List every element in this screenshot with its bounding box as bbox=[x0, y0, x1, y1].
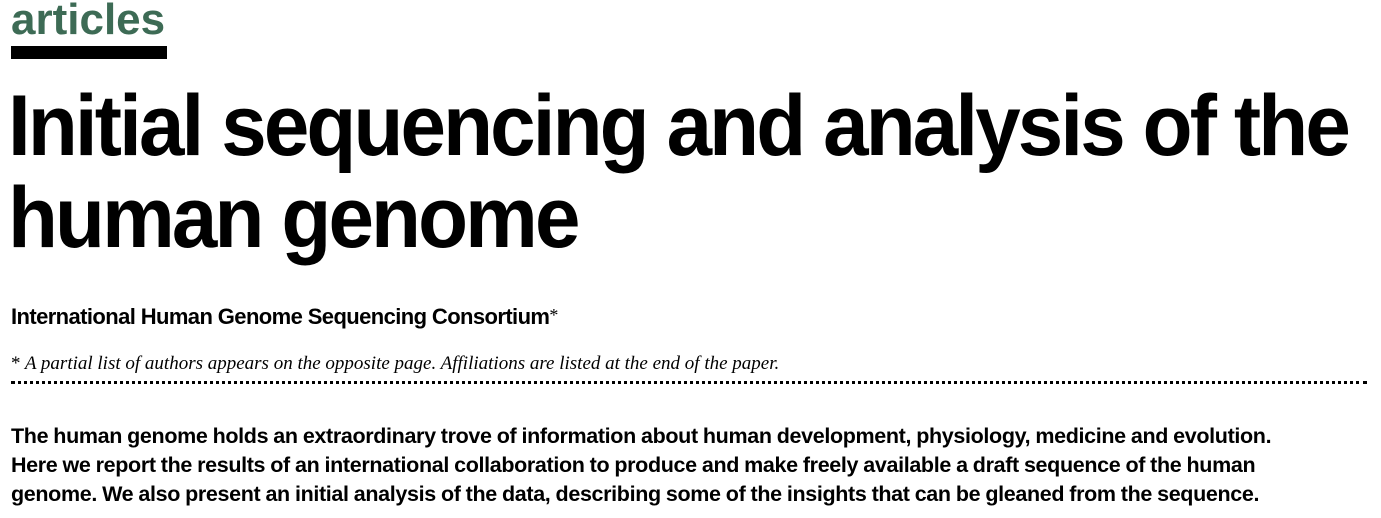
footnote-text: A partial list of authors appears on the… bbox=[20, 353, 780, 374]
dotted-divider bbox=[11, 381, 1367, 384]
author-footnote-mark: * bbox=[549, 305, 558, 325]
article-title-line-1: Initial sequencing and analysis of the bbox=[8, 78, 1351, 174]
abstract-line-3: genome. We also present an initial analy… bbox=[11, 482, 1260, 506]
author-name: International Human Genome Sequencing Co… bbox=[11, 304, 550, 329]
author-byline: International Human Genome Sequencing Co… bbox=[11, 300, 558, 332]
article-title: Initial sequencing and analysis of the h… bbox=[8, 80, 1357, 264]
abstract-line-2: Here we report the results of an interna… bbox=[11, 453, 1256, 477]
footnote-mark: * bbox=[11, 353, 21, 374]
article-title-line-2: human genome bbox=[8, 170, 580, 266]
author-footnote: * A partial list of authors appears on t… bbox=[11, 351, 779, 377]
abstract-line-1: The human genome holds an extraordinary … bbox=[11, 424, 1272, 448]
abstract: The human genome holds an extraordinary … bbox=[11, 422, 1373, 509]
section-label: articles bbox=[11, 0, 166, 44]
section-rule bbox=[11, 46, 167, 59]
